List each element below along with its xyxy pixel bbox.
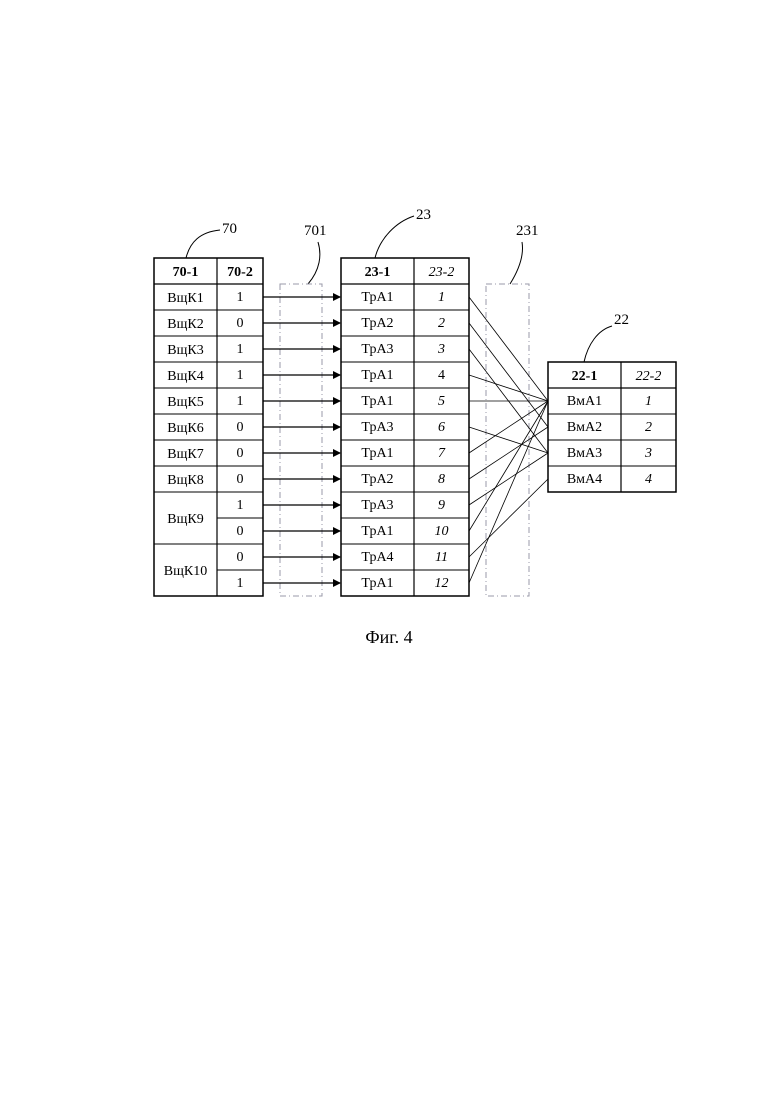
table-70-value-cell: 0: [237, 446, 244, 461]
table-70-name-cell: ВщК1: [167, 291, 203, 306]
ref-label-22: 22: [614, 312, 629, 328]
table-70-value-cell: 1: [237, 498, 244, 513]
table-22-name-cell: ВмА1: [567, 394, 602, 409]
table-23-number-cell: 9: [438, 498, 445, 513]
leader-line-70: [186, 230, 220, 258]
ref-label-23: 23: [416, 207, 431, 223]
table-23-name-cell: ТрА4: [361, 550, 393, 565]
table-23-number-cell: 3: [437, 342, 445, 357]
figure-caption: Фиг. 4: [365, 627, 412, 647]
connection-line-231: [469, 297, 548, 401]
leader-line-22: [584, 326, 612, 362]
table-23-number-cell: 6: [438, 420, 445, 435]
table-23-name-cell: ТрА1: [361, 576, 393, 591]
leader-line-23: [375, 216, 414, 258]
diagram-dynamic-content: ВщК11ВщК20ВщК31ВщК41ВщК51ВщК60ВщК70ВщК80…: [154, 284, 676, 591]
table-70-name-cell: ВщК9: [167, 512, 203, 527]
table-23-number-cell: 2: [438, 316, 445, 331]
table-23-name-cell: ТрА3: [361, 342, 393, 357]
table-23-number-cell: 4: [438, 368, 445, 383]
table-23-number-cell: 10: [435, 524, 449, 539]
connection-line-231: [469, 401, 548, 531]
table-23: 23-1 23-2: [341, 258, 469, 596]
table-70-value-cell: 0: [237, 524, 244, 539]
connection-line-231: [469, 453, 548, 505]
table-70-name-cell: ВщК5: [167, 395, 203, 410]
table-70-name-cell: ВщК6: [167, 421, 203, 436]
table-22-header-col2: 22-2: [636, 369, 662, 384]
table-70-name-cell: ВщК2: [167, 317, 203, 332]
table-22-number-cell: 4: [645, 472, 652, 487]
leader-line-231: [510, 242, 523, 284]
connection-line-231: [469, 375, 548, 401]
table-70-value-cell: 1: [237, 394, 244, 409]
table-22-number-cell: 2: [645, 420, 652, 435]
connection-line-231: [469, 427, 548, 479]
ref-label-701: 701: [304, 223, 327, 239]
table-23-name-cell: ТрА1: [361, 290, 393, 305]
connection-line-231: [469, 401, 548, 453]
connection-line-231: [469, 323, 548, 427]
table-23-number-cell: 1: [438, 290, 445, 305]
table-22-name-cell: ВмА3: [567, 446, 602, 461]
table-22-name-cell: ВмА2: [567, 420, 602, 435]
table-22-header-col1: 22-1: [572, 369, 598, 384]
table-70-header-col2: 70-2: [227, 265, 253, 280]
table-70-name-cell: ВщК3: [167, 343, 203, 358]
table-70-value-cell: 0: [237, 420, 244, 435]
table-23-name-cell: ТрА2: [361, 316, 393, 331]
table-22-name-cell: ВмА4: [567, 472, 602, 487]
table-70-value-cell: 0: [237, 472, 244, 487]
table-23-header-col1: 23-1: [365, 265, 391, 280]
table-23-name-cell: ТрА1: [361, 394, 393, 409]
connection-line-231: [469, 401, 548, 583]
table-23-number-cell: 8: [438, 472, 445, 487]
ref-label-231: 231: [516, 223, 539, 239]
table-70-value-cell: 0: [237, 550, 244, 565]
table-23-number-cell: 7: [438, 446, 446, 461]
table-23-name-cell: ТрА3: [361, 420, 393, 435]
table-70-name-cell: ВщК7: [167, 447, 203, 462]
table-70-name-cell: ВщК10: [164, 564, 207, 579]
connection-line-231: [469, 479, 548, 557]
table-23-number-cell: 5: [438, 394, 445, 409]
table-23-number-cell: 11: [435, 550, 448, 565]
table-23-header-col2: 23-2: [429, 265, 455, 280]
connection-line-231: [469, 427, 548, 453]
dashed-box-701: [280, 284, 322, 596]
table-23-number-cell: 12: [435, 576, 449, 591]
table-23-name-cell: ТрА1: [361, 446, 393, 461]
table-23-name-cell: ТрА3: [361, 498, 393, 513]
table-23-name-cell: ТрА1: [361, 524, 393, 539]
ref-label-70: 70: [222, 221, 237, 237]
table-70-value-cell: 0: [237, 316, 244, 331]
leader-line-701: [308, 242, 320, 284]
table-22-number-cell: 3: [644, 446, 652, 461]
table-23-name-cell: ТрА2: [361, 472, 393, 487]
table-70-name-cell: ВщК4: [167, 369, 203, 384]
table-23-name-cell: ТрА1: [361, 368, 393, 383]
table-70-value-cell: 1: [237, 576, 244, 591]
table-70-value-cell: 1: [237, 368, 244, 383]
table-70-value-cell: 1: [237, 290, 244, 305]
table-22-number-cell: 1: [645, 394, 652, 409]
table-70-name-cell: ВщК8: [167, 473, 203, 488]
table-70-value-cell: 1: [237, 342, 244, 357]
table-70-header-col1: 70-1: [173, 265, 199, 280]
